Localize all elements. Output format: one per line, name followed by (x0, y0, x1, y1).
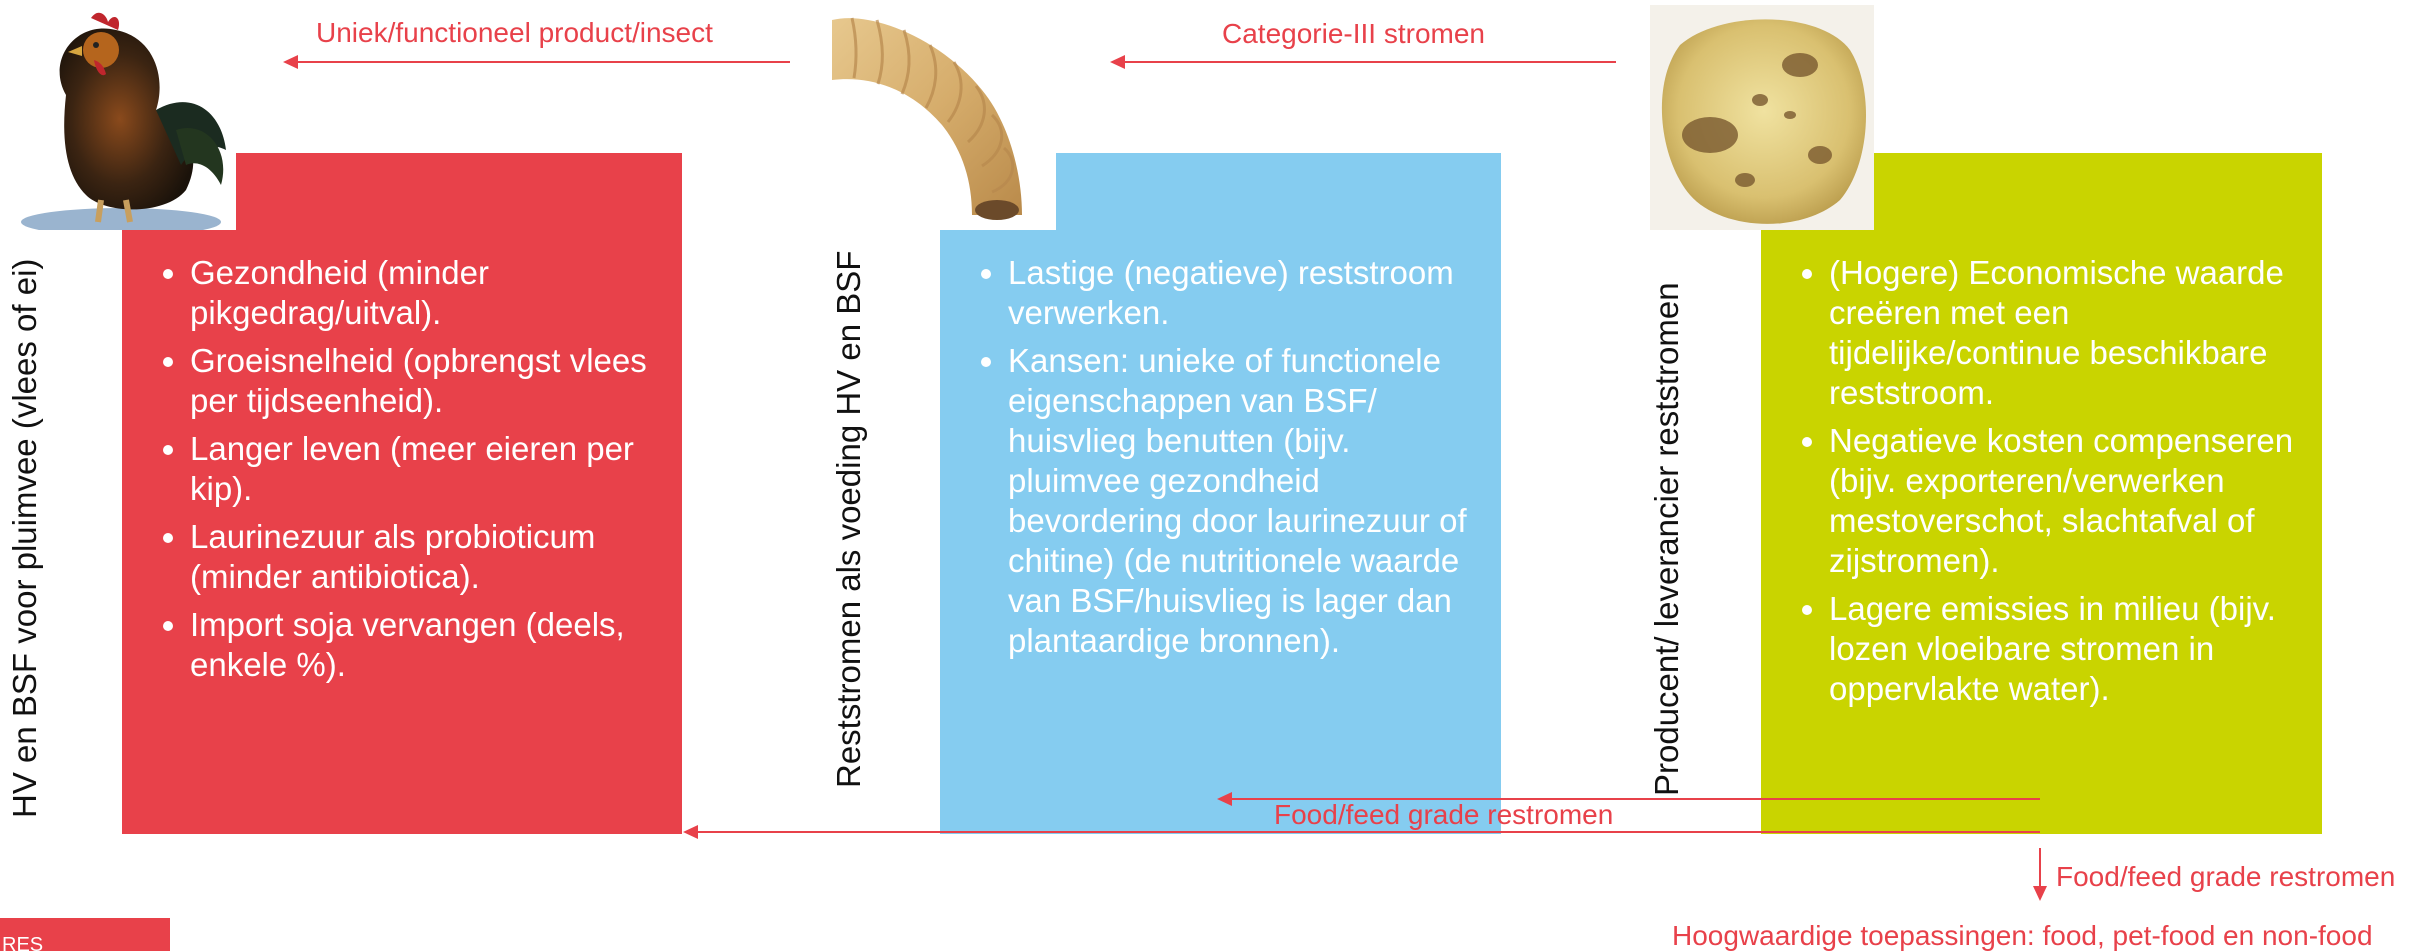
flow-label-food-feed-grade: Food/feed grade restromen (1274, 799, 1613, 831)
flow-label-high-value-applications: Hoogwaardige toepassingen: food, pet-foo… (1672, 920, 2373, 952)
flow-label-food-feed-grade-down: Food/feed grade restromen (2056, 861, 2395, 893)
flow-label-unique-product: Uniek/functioneel product/insect (316, 17, 713, 49)
logo-tab: RES (0, 918, 170, 951)
logo-text: RES (2, 934, 43, 951)
flow-label-category-iii: Categorie-III stromen (1222, 18, 1485, 50)
